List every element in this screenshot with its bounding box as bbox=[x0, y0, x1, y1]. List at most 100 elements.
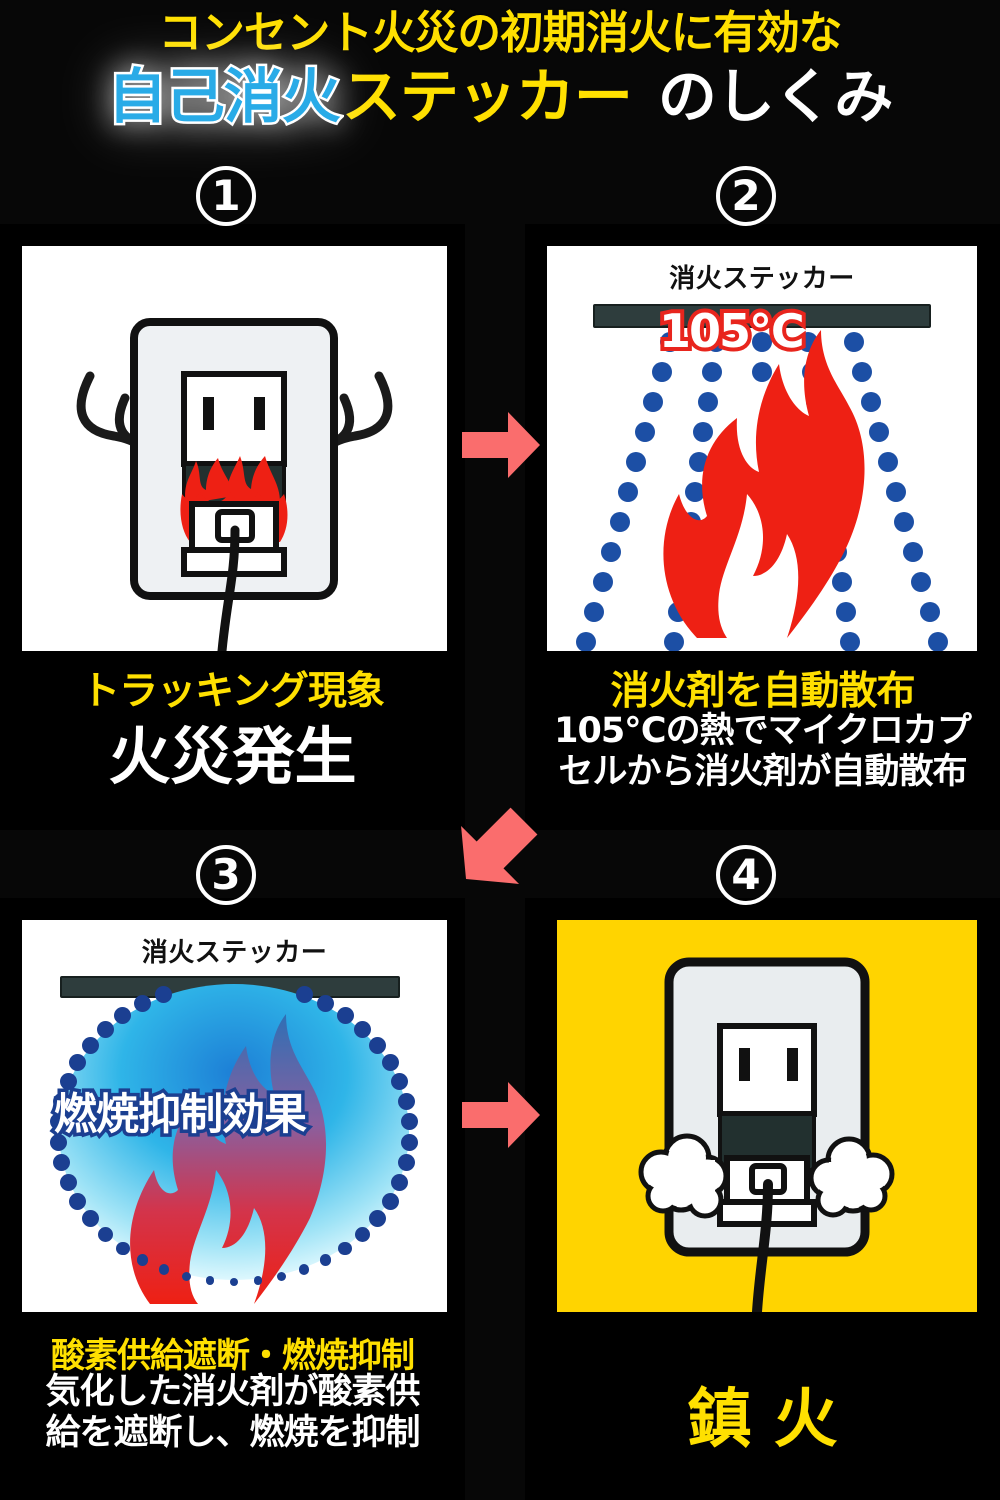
panel-2-illustration: 消火ステッカー 105℃ bbox=[547, 246, 977, 651]
panel-2-heading: 消火剤を自動散布 bbox=[610, 669, 915, 714]
vapor-dot bbox=[136, 1254, 149, 1266]
vapor-dot bbox=[381, 1192, 399, 1210]
vapor-dot bbox=[253, 1276, 263, 1285]
vapor-dot bbox=[49, 1113, 67, 1131]
vapor-dot bbox=[69, 1054, 87, 1072]
sticker-bar-2 bbox=[593, 304, 931, 328]
spray-dot bbox=[697, 392, 718, 412]
panel-3-illustration: 消火ステッカー bbox=[22, 920, 447, 1312]
spray-dot bbox=[693, 422, 714, 442]
vapor-dot bbox=[319, 1254, 332, 1266]
spray-dot bbox=[626, 452, 647, 472]
outlet-fire-svg bbox=[76, 318, 393, 651]
vapor-dot bbox=[59, 1173, 77, 1191]
spray-dot bbox=[911, 572, 932, 592]
title-line-1: コンセント火災の初期消火に有効な bbox=[158, 6, 843, 59]
flame-suppressed-svg bbox=[130, 1014, 327, 1304]
vapor-dot bbox=[276, 1271, 287, 1282]
vapor-dot bbox=[181, 1271, 192, 1282]
spray-dot bbox=[601, 542, 622, 562]
step-number-1: 1 bbox=[196, 166, 256, 226]
title-highlight-sticker: ステッカー bbox=[341, 62, 633, 131]
vapor-dot bbox=[81, 1036, 99, 1054]
spray-dot bbox=[840, 632, 860, 651]
vapor-dot bbox=[381, 1054, 399, 1072]
panel-2-body: 105℃の熱でマイクロカプ セルから消火剤が自動散布 bbox=[525, 711, 1000, 794]
arrow-panel2-to-panel3 bbox=[461, 807, 538, 884]
spray-dot bbox=[685, 482, 705, 502]
spray-dot bbox=[592, 572, 613, 592]
spray-dot bbox=[651, 362, 672, 382]
panel-3-body-line2: 給を遮断し、燃焼を抑制 bbox=[45, 1413, 420, 1454]
title-block: コンセント火災の初期消火に有効な 自己消火 ステッカー のしくみ bbox=[0, 0, 1000, 160]
vapor-dot bbox=[59, 1073, 77, 1091]
vapor-dot bbox=[114, 1007, 132, 1025]
spray-dot bbox=[894, 512, 915, 532]
vapor-dot bbox=[69, 1192, 87, 1210]
panel-1-headline: 火災発生 bbox=[108, 720, 357, 793]
panel-3-body: 気化した消火剤が酸素供 給を遮断し、燃焼を抑制 bbox=[0, 1372, 465, 1455]
vapor-dot bbox=[391, 1173, 409, 1191]
panel-4-illustration bbox=[557, 920, 977, 1312]
vapor-dot bbox=[96, 1021, 114, 1039]
spray-dot bbox=[609, 512, 630, 532]
vapor-dot bbox=[205, 1276, 215, 1285]
vapor-dot bbox=[401, 1113, 419, 1131]
sticker-label-3: 消火ステッカー bbox=[141, 938, 328, 968]
vapor-dot bbox=[397, 1092, 415, 1110]
spray-dot bbox=[701, 362, 722, 382]
vapor-dot bbox=[316, 995, 334, 1013]
vapor-dot bbox=[369, 1210, 387, 1227]
panel-step-1: トラッキング現象 火災発生 bbox=[0, 224, 465, 830]
spray-dot bbox=[706, 332, 726, 352]
flame-red-svg bbox=[663, 330, 865, 638]
vapor-dot bbox=[53, 1092, 71, 1110]
panel-3-heading: 酸素供給遮断・燃焼抑制 bbox=[51, 1336, 415, 1376]
vapor-dot bbox=[401, 1133, 419, 1151]
outlet-extinguished-svg bbox=[638, 957, 895, 1312]
title-line-2: 自己消火 ステッカー のしくみ bbox=[105, 62, 893, 131]
vapor-dot bbox=[355, 1226, 371, 1242]
panel-1-heading: トラッキング現象 bbox=[81, 669, 385, 714]
panel-step-2: 消火ステッカー 105℃ 消火剤を自動散布 105℃の熱でマイクロカプ セルから… bbox=[525, 224, 1000, 830]
vapor-dot bbox=[338, 1241, 352, 1255]
spray-dot bbox=[576, 632, 596, 651]
vapor-dot bbox=[49, 1133, 67, 1151]
spray-dot bbox=[877, 452, 898, 472]
spray-dot bbox=[886, 482, 906, 502]
spray-dot bbox=[919, 602, 940, 622]
spray-dot bbox=[664, 632, 684, 651]
vapor-dot bbox=[158, 1264, 169, 1275]
spray-dot bbox=[634, 422, 655, 442]
vapor-dot bbox=[116, 1241, 130, 1255]
vapor-dot bbox=[53, 1154, 71, 1172]
vapor-dot bbox=[229, 1277, 239, 1287]
spray-dot bbox=[860, 392, 881, 412]
vapor-dot bbox=[298, 1264, 310, 1275]
vapor-dot bbox=[155, 985, 173, 1003]
title-suffix-mechanism: のしくみ bbox=[657, 62, 893, 131]
temperature-overlay-105c: 105℃ bbox=[655, 300, 809, 362]
vapor-dot bbox=[354, 1021, 372, 1039]
panel-step-4: 鎮火 bbox=[525, 898, 1000, 1500]
panel-3-body-line1: 気化した消火剤が酸素供 bbox=[45, 1372, 420, 1412]
vapor-dot bbox=[391, 1073, 409, 1091]
vapor-dot bbox=[81, 1210, 99, 1227]
spray-dot bbox=[660, 332, 680, 352]
spray-dot bbox=[844, 332, 864, 352]
sticker-label-2: 消火ステッカー bbox=[669, 264, 855, 294]
spray-dot bbox=[835, 602, 856, 622]
vapor-dot bbox=[369, 1036, 387, 1054]
spray-dot bbox=[618, 482, 638, 502]
panel-2-body-line2: セルから消火剤が自動散布 bbox=[558, 752, 967, 793]
panel-4-heading: 鎮火 bbox=[687, 1383, 860, 1457]
spray-dot bbox=[852, 362, 873, 382]
spray-dot bbox=[902, 542, 923, 562]
vapor-dot bbox=[397, 1154, 415, 1172]
vapor-dot bbox=[134, 995, 152, 1013]
arrow-panel1-to-panel2 bbox=[462, 412, 540, 478]
step-number-2: 2 bbox=[716, 166, 776, 226]
vapor-dot bbox=[336, 1007, 354, 1025]
spray-dot bbox=[928, 632, 948, 651]
